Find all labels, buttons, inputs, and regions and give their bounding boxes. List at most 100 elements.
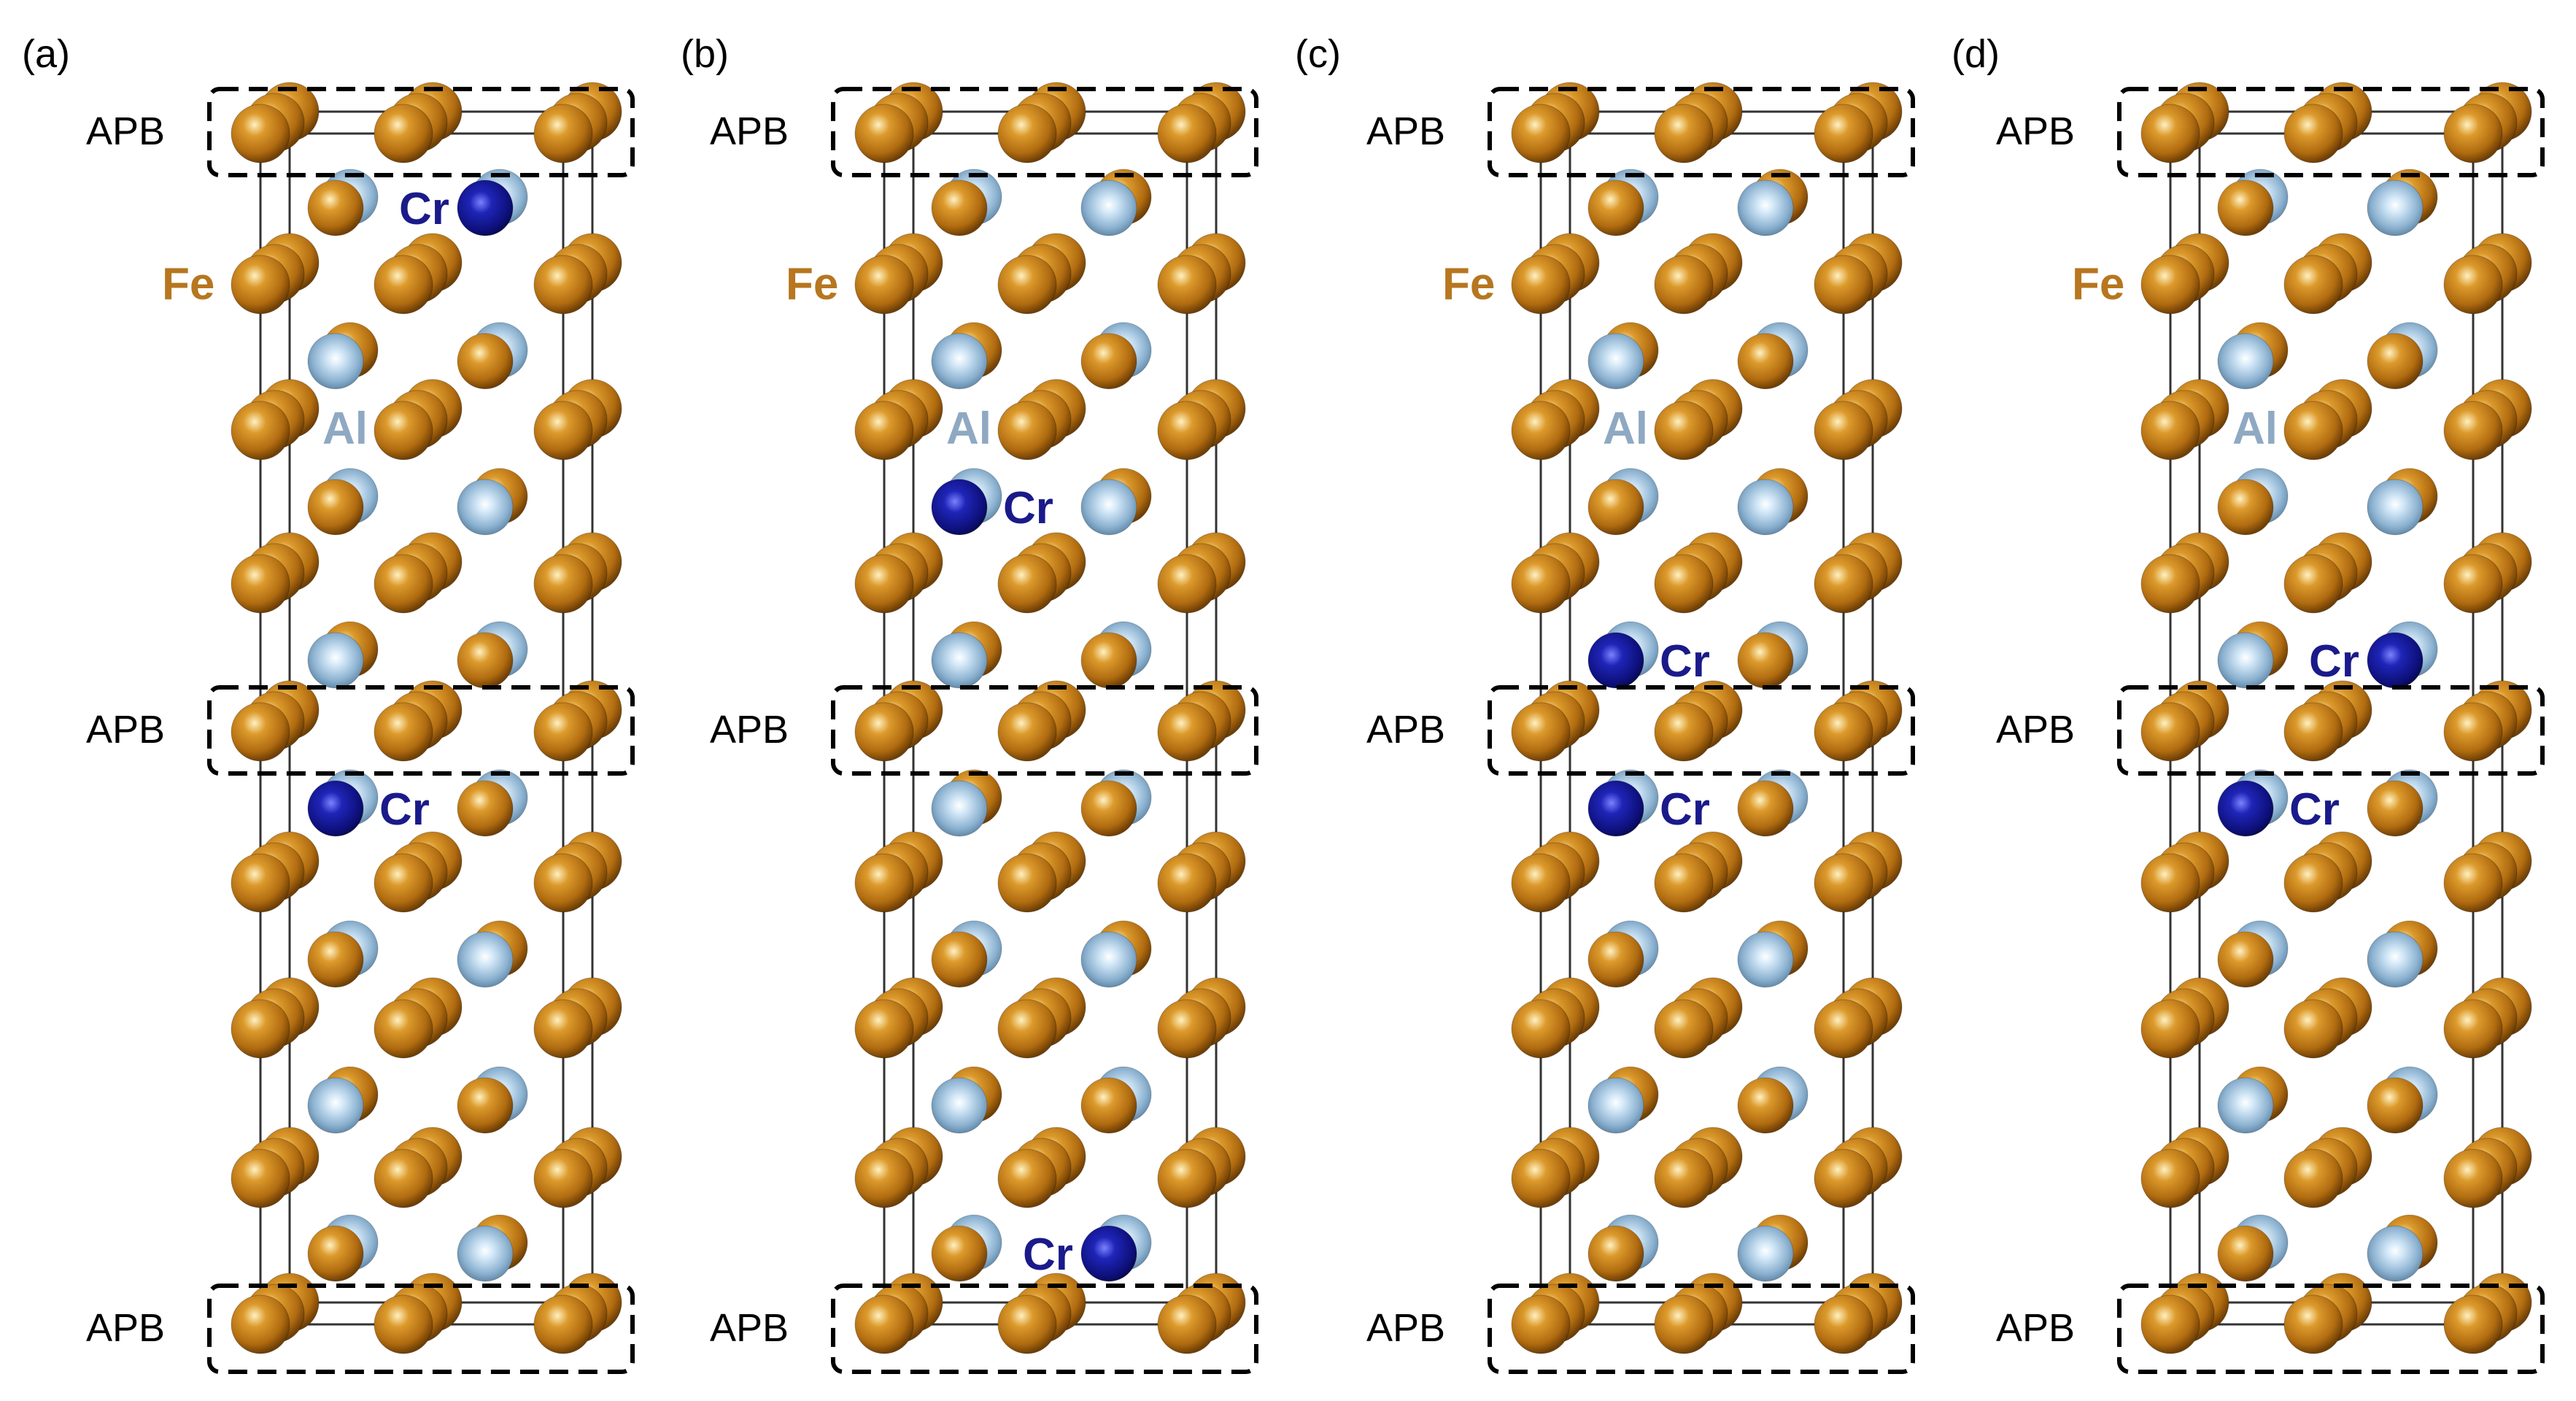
al-sphere bbox=[1737, 931, 1794, 988]
fe-atom-stack bbox=[1511, 977, 1600, 1059]
fe-sphere bbox=[997, 1149, 1057, 1208]
fe-sphere bbox=[1157, 554, 1217, 614]
fe-sphere bbox=[997, 554, 1057, 614]
fe-sphere bbox=[374, 702, 433, 762]
fe-sphere bbox=[2367, 1077, 2424, 1134]
cr-atom bbox=[2367, 621, 2438, 689]
apb-label: APB bbox=[1996, 109, 2075, 153]
fe-sphere bbox=[1654, 255, 1714, 314]
fe-atom-stack bbox=[1157, 379, 1246, 460]
fe-atom-stack bbox=[2283, 82, 2372, 163]
fe-sphere bbox=[2217, 931, 2274, 988]
al-sphere bbox=[1587, 333, 1644, 390]
fe-atom-stack bbox=[2140, 532, 2229, 614]
panel-label: (d) bbox=[1952, 32, 2000, 76]
fe-sphere bbox=[997, 255, 1057, 314]
fe-sphere bbox=[1511, 1149, 1571, 1208]
apb-dashed-box bbox=[831, 685, 1258, 776]
fe-atom-stack bbox=[374, 82, 463, 163]
fe-atom bbox=[1737, 322, 1809, 390]
fe-atom-stack bbox=[2283, 379, 2372, 460]
fe-atom-stack bbox=[1814, 532, 1903, 614]
fe-sphere bbox=[1654, 401, 1714, 460]
fe-atom-stack bbox=[997, 831, 1086, 913]
fe-sphere bbox=[2140, 554, 2200, 614]
fe-atom-stack bbox=[374, 1273, 463, 1354]
fe-sphere bbox=[2283, 853, 2343, 913]
fe-sphere bbox=[374, 999, 433, 1059]
fe-atom-stack bbox=[1654, 831, 1743, 913]
al-atom bbox=[931, 769, 1002, 837]
fe-sphere bbox=[2140, 255, 2200, 314]
fe-sphere bbox=[997, 702, 1057, 762]
fe-atom-stack bbox=[1654, 379, 1743, 460]
fe-sphere bbox=[1511, 853, 1571, 913]
fe-sphere bbox=[2140, 1294, 2200, 1354]
fe-sphere bbox=[997, 853, 1057, 913]
fe-sphere bbox=[533, 999, 593, 1059]
fe-sphere bbox=[1737, 333, 1794, 390]
fe-atom-stack bbox=[231, 1273, 320, 1354]
al-sphere bbox=[931, 780, 988, 837]
fe-atom-stack bbox=[854, 532, 943, 614]
apb-label: APB bbox=[1366, 109, 1445, 153]
al-sphere bbox=[1080, 931, 1137, 988]
fe-atom-stack bbox=[2140, 831, 2229, 913]
cr-atom bbox=[931, 468, 1002, 536]
al-atom bbox=[1587, 1066, 1659, 1134]
fe-sphere bbox=[374, 255, 433, 314]
fe-atom-stack bbox=[1157, 680, 1246, 762]
fe-sphere bbox=[231, 104, 290, 163]
al-sphere bbox=[2367, 479, 2424, 536]
apb-label: APB bbox=[1366, 1306, 1445, 1350]
al-sphere bbox=[931, 1077, 988, 1134]
fe-atom-stack bbox=[2140, 233, 2229, 314]
al-atom bbox=[2217, 1066, 2289, 1134]
apb-dashed-box bbox=[831, 1284, 1258, 1374]
fe-sphere bbox=[374, 104, 433, 163]
al-sphere bbox=[307, 333, 364, 390]
fe-sphere bbox=[1080, 780, 1137, 837]
fe-sphere bbox=[1814, 401, 1873, 460]
fe-atom-stack bbox=[997, 379, 1086, 460]
fe-atom-stack bbox=[2140, 82, 2229, 163]
fe-sphere bbox=[2443, 401, 2503, 460]
fe-sphere bbox=[854, 255, 914, 314]
fe-atom-stack bbox=[854, 977, 943, 1059]
al-atom bbox=[2367, 1214, 2438, 1282]
fe-atom bbox=[931, 169, 1002, 236]
al-atom bbox=[1080, 169, 1152, 236]
fe-atom-stack bbox=[1511, 233, 1600, 314]
fe-atom-stack bbox=[533, 233, 622, 314]
fe-sphere bbox=[2443, 853, 2503, 913]
fe-atom-stack bbox=[1157, 977, 1246, 1059]
al-sphere bbox=[1737, 479, 1794, 536]
fe-atom-stack bbox=[231, 977, 320, 1059]
fe-sphere bbox=[533, 255, 593, 314]
fe-atom-stack bbox=[1511, 379, 1600, 460]
fe-atom bbox=[307, 468, 379, 536]
fe-sphere bbox=[1814, 1294, 1873, 1354]
fe-atom-stack bbox=[231, 233, 320, 314]
fe-atom-stack bbox=[2443, 977, 2532, 1059]
cr-label: Cr bbox=[379, 784, 430, 835]
apb-label: APB bbox=[1996, 1306, 2075, 1350]
fe-sphere bbox=[1654, 999, 1714, 1059]
al-atom bbox=[1737, 468, 1809, 536]
fe-sphere bbox=[2283, 401, 2343, 460]
fe-sphere bbox=[1814, 999, 1873, 1059]
fe-sphere bbox=[2283, 702, 2343, 762]
cr-label: Cr bbox=[1660, 636, 1710, 687]
fe-atom-stack bbox=[1814, 379, 1903, 460]
fe-sphere bbox=[2140, 999, 2200, 1059]
al-sphere bbox=[457, 931, 514, 988]
fe-sphere bbox=[1587, 1225, 1644, 1282]
fe-label: Fe bbox=[2072, 259, 2124, 309]
fe-atom bbox=[1080, 621, 1152, 689]
fe-sphere bbox=[1080, 1077, 1137, 1134]
fe-sphere bbox=[854, 104, 914, 163]
apb-dashed-box bbox=[207, 87, 635, 177]
al-sphere bbox=[931, 333, 988, 390]
apb-dashed-box bbox=[207, 1284, 635, 1374]
